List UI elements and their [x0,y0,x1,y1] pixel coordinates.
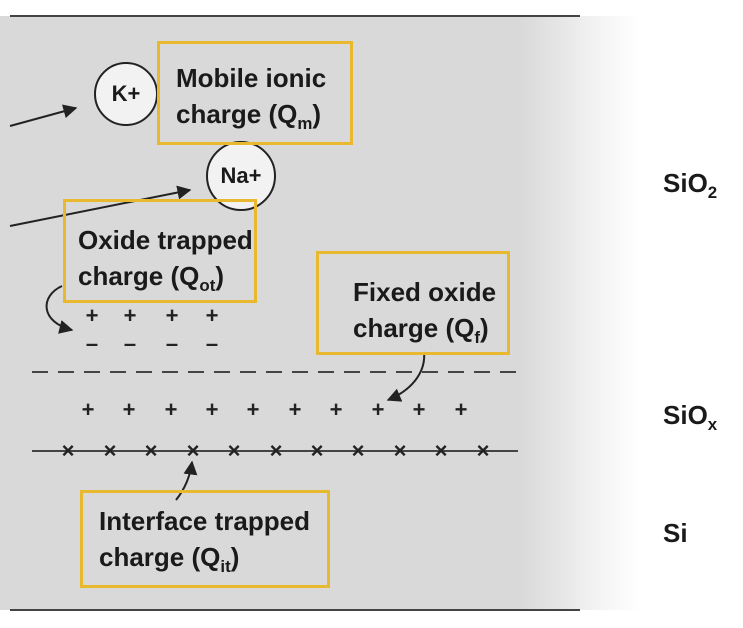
oxide-trapped-minus: – [123,331,137,356]
layer-label-siox: SiOx [663,400,718,434]
mobile-line2: charge (Qm) [176,99,322,133]
oxide-trapped-line1: Oxide trapped [78,225,253,255]
interface-trap-cross: × [186,438,200,463]
interface-line2: charge (Qit) [99,542,240,576]
fixed-oxide-charge-box: Fixed oxide charge (Qf) [316,251,510,355]
fixed-charge-plus: + [122,397,136,422]
fixed-charge-plus: + [164,397,178,422]
interface-trap-cross: × [269,438,283,463]
bottom-boundary-line [10,609,580,611]
fixed-charge-plus: + [412,397,426,422]
fixed-charge-plus: + [371,397,385,422]
arrow-to-na [9,185,192,227]
interface-trap-cross: × [144,438,158,463]
fixed-charge-plus: + [246,397,260,422]
oxide-trapped-plus: + [205,303,219,328]
k-ion-label: K+ [111,81,141,106]
oxide-trapped-plus: + [123,303,137,328]
na-ion-label: Na+ [220,163,262,188]
interface-trap-cross: × [103,438,117,463]
mobile-ionic-charge-box: Mobile ionic charge (Qm) [157,41,353,145]
fixed-line1: Fixed oxide [353,277,497,307]
fixed-charge-plus: + [454,397,468,422]
top-boundary-line [10,15,580,17]
arrow-oxide-trapped [45,285,74,334]
fixed-line2: charge (Qf) [353,313,489,347]
interface-trap-cross: × [476,438,490,463]
interface-trap-cross: × [227,438,241,463]
interface-trap-cross: × [393,438,407,463]
mobile-line1: Mobile ionic [176,63,327,93]
oxide-trapped-line2: charge (Qot) [78,261,224,295]
oxide-trapped-charge-box: Oxide trapped charge (Qot) [63,199,257,303]
interface-trap-cross: × [351,438,365,463]
arrow-interface-trapped [175,460,198,501]
oxide-trapped-minus: – [205,331,219,356]
fixed-charge-plus: + [329,397,343,422]
fixed-charge-plus: + [205,397,219,422]
interface-trapped-charge-box: Interface trapped charge (Qit) [80,490,330,588]
oxide-trapped-minus: – [85,331,99,356]
interface-trap-cross: × [61,438,75,463]
k-ion: K+ [94,62,158,126]
arrow-to-k [9,104,78,127]
fixed-charge-plus: + [81,397,95,422]
oxide-trapped-minus: – [165,331,179,356]
oxide-trapped-plus: + [85,303,99,328]
fixed-charge-plus: + [288,397,302,422]
oxide-trapped-plus: + [165,303,179,328]
interface-line1: Interface trapped [99,506,310,536]
layer-label-si: Si [663,518,688,548]
interface-trap-cross: × [434,438,448,463]
interface-trap-cross: × [310,438,324,463]
arrow-fixed-oxide [386,351,426,402]
layer-label-sio2: SiO2 [663,168,718,202]
